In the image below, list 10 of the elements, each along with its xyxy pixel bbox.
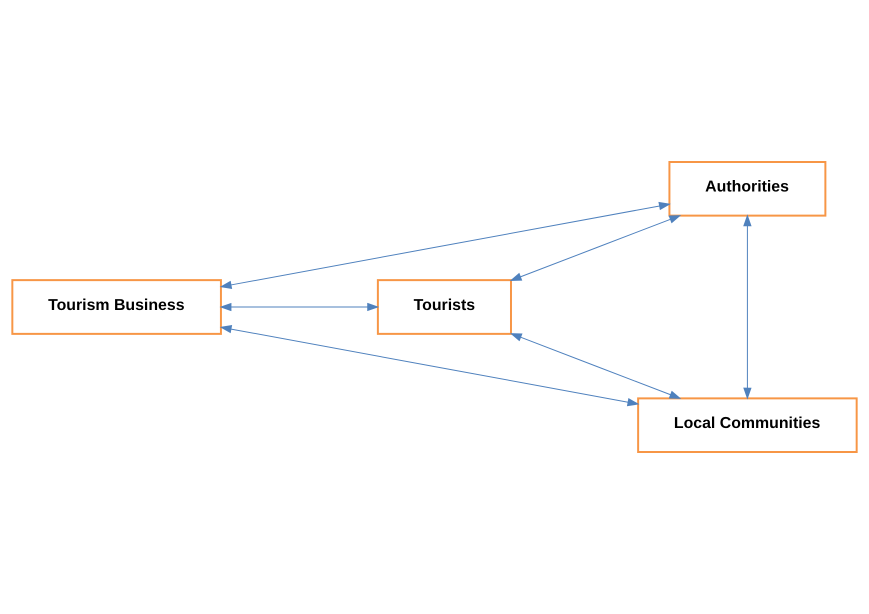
node-box: Tourists — [376, 279, 512, 335]
arrow — [510, 333, 682, 399]
node-box: Tourism Business — [11, 279, 222, 335]
arrow — [220, 202, 671, 289]
arrow — [219, 302, 380, 312]
arrow — [743, 214, 752, 400]
arrow — [220, 325, 640, 406]
arrow — [510, 215, 682, 281]
node-box: Local Communities — [637, 397, 858, 454]
node-box: Authorities — [668, 160, 826, 217]
